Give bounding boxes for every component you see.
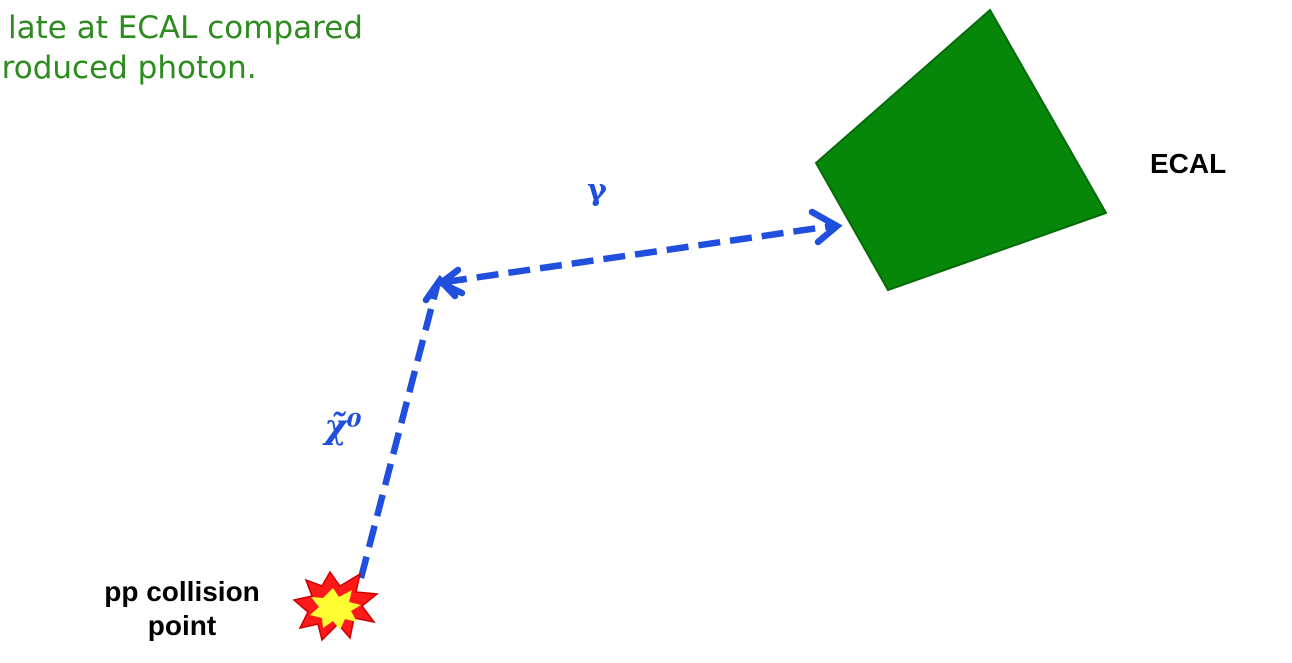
photon-symbol: γ — [587, 173, 607, 208]
collision-label-line-2: point — [147, 610, 217, 641]
photon-start-arrowhead — [434, 266, 466, 297]
neutralino-symbol: χ̃⁰ — [322, 407, 361, 447]
photon-end-arrowhead — [808, 208, 843, 246]
collision-label-line-1: pp collision — [104, 576, 260, 607]
photon-track — [444, 222, 833, 286]
neutralino-track — [357, 285, 441, 579]
caption-line-1: s late at ECAL compared — [0, 10, 363, 46]
caption: s late at ECAL compared produced photon. — [0, 8, 363, 88]
caption-line-2: produced photon. — [0, 50, 257, 86]
collision-point-label: pp collision point — [92, 575, 272, 643]
ecal-block — [814, 8, 1108, 292]
collision-burst-icon — [292, 570, 379, 642]
ecal-label: ECAL — [1150, 148, 1227, 179]
